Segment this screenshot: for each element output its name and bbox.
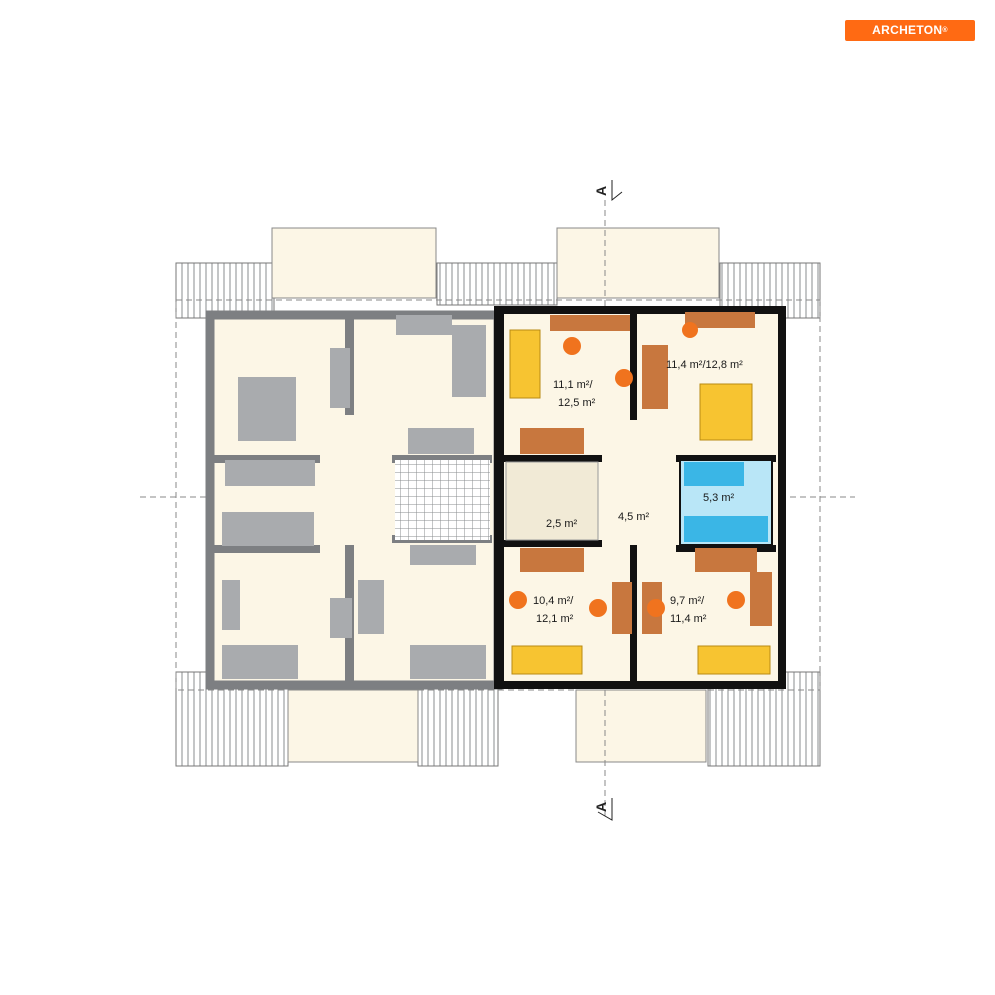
label-bedroom-bottom-left-2: 12,1 m² [536, 613, 574, 625]
label-hall: 4,5 m² [618, 511, 650, 523]
left-unit [205, 310, 503, 690]
label-bedroom-top-left-2: 12,5 m² [558, 397, 596, 409]
right-unit [494, 306, 786, 689]
section-label-top: A [593, 186, 609, 196]
dormers [271, 227, 720, 763]
room-labels: 11,1 m²/ 12,5 m² 11,4 m²/12,8 m² 5,3 m² … [533, 359, 743, 625]
label-bedroom-bottom-left: 10,4 m²/ [533, 595, 574, 607]
section-label-bottom: A [593, 802, 609, 812]
label-bathroom: 5,3 m² [703, 492, 735, 504]
brand-logo: ARCHETON® [845, 20, 975, 41]
roof-hatching [175, 262, 821, 767]
label-stair-landing: 2,5 m² [546, 518, 578, 530]
section-marker-top: A [593, 180, 623, 202]
logo-text: ARCHETON [872, 23, 943, 37]
label-bedroom-bottom-right-2: 11,4 m² [670, 613, 707, 625]
label-bedroom-top-left: 11,1 m²/ [553, 379, 593, 391]
logo-mark: ® [942, 27, 948, 34]
label-bedroom-bottom-right: 9,7 m²/ [670, 595, 705, 607]
label-bedroom-top-right: 11,4 m²/12,8 m² [666, 359, 743, 371]
section-marker-bottom: A [593, 798, 613, 821]
